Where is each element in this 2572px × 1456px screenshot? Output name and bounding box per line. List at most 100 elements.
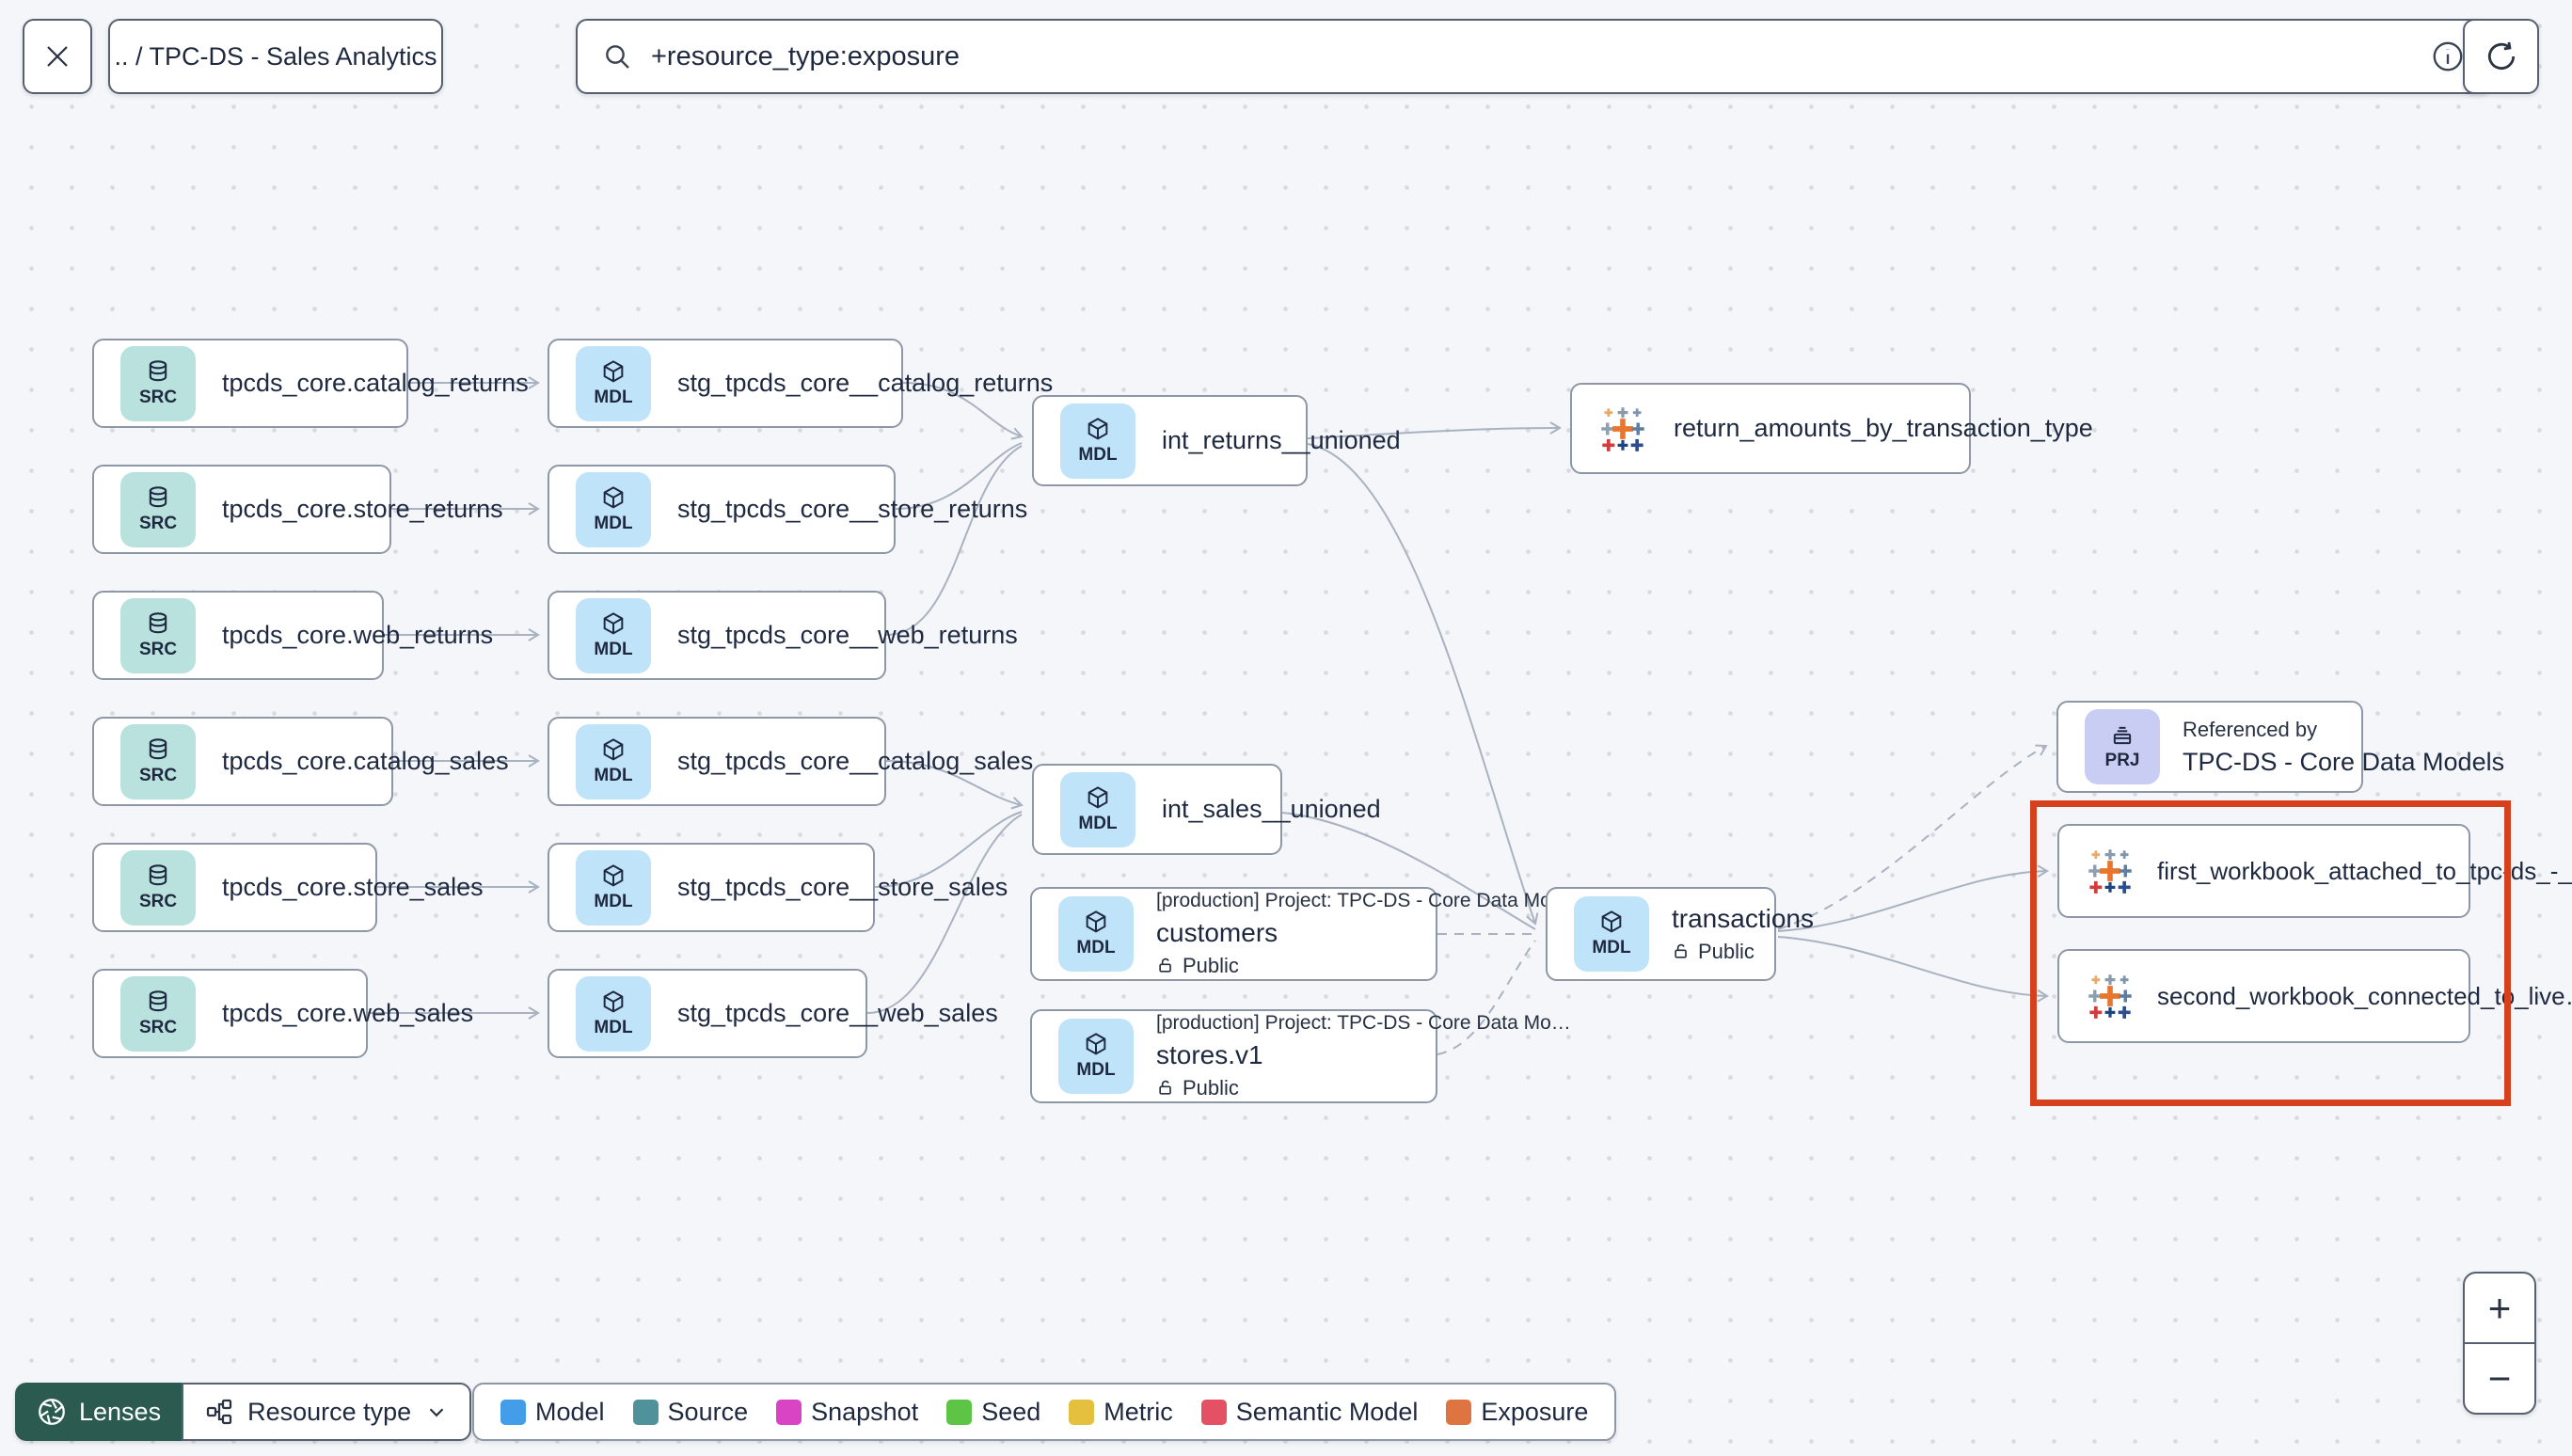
cube-icon [603, 485, 624, 508]
refresh-icon [2487, 41, 2515, 71]
model-badge: MDL [576, 345, 651, 421]
aperture-icon [39, 1399, 65, 1425]
archive-icon [2113, 726, 2132, 745]
badge-label: MDL [1076, 1060, 1116, 1080]
node-label: second_workbook_connected_to_live… [2157, 981, 2572, 1010]
legend-swatch-semantic-model [1200, 1399, 1227, 1425]
zoom-controls: + − [2463, 1272, 2536, 1415]
badge-label: MDL [594, 765, 633, 785]
node-label: tpcds_core.web_sales [222, 999, 474, 1027]
node-model-transactions[interactable]: MDL transactions Public [1546, 887, 1814, 981]
cube-icon [603, 989, 624, 1012]
node-model-stg-catalog-returns[interactable]: MDL stg_tpcds_core__catalog_returns [548, 339, 1053, 428]
source-badge: SRC [120, 597, 196, 673]
resource-type-legend: Model Source Snapshot Seed Metric Semant… [472, 1383, 1617, 1441]
cube-icon [1088, 785, 1108, 808]
node-project-referenced-by[interactable]: PRJ Referenced by TPC-DS - Core Data Mod… [2056, 701, 2504, 793]
legend-item-semantic-model: Semantic Model [1200, 1397, 1419, 1427]
node-model-stg-web-returns[interactable]: MDL stg_tpcds_core__web_returns [548, 591, 1018, 680]
close-button[interactable] [23, 19, 92, 94]
lenses-button[interactable]: Lenses [15, 1383, 183, 1441]
source-badge: SRC [120, 975, 196, 1052]
model-badge: MDL [1574, 896, 1649, 972]
node-model-stg-store-returns[interactable]: MDL stg_tpcds_core__store_returns [548, 465, 1027, 554]
badge-label: MDL [594, 1017, 633, 1037]
node-model-stg-store-sales[interactable]: MDL stg_tpcds_core__store_sales [548, 843, 1008, 932]
node-label: customers [1156, 918, 1278, 947]
badge-label: MDL [594, 891, 633, 911]
node-exposure-second-workbook[interactable]: second_workbook_connected_to_live… [2057, 949, 2572, 1043]
badge-label: PRJ [2104, 751, 2140, 770]
database-icon [149, 989, 167, 1011]
badge-label: SRC [138, 765, 178, 785]
cube-icon [603, 737, 624, 760]
access-label: Public [1183, 954, 1239, 977]
model-badge: MDL [576, 975, 651, 1052]
node-source-web-sales[interactable]: SRC tpcds_core.web_sales [92, 969, 473, 1058]
node-model-int-sales-unioned[interactable]: MDL int_sales__unioned [1032, 764, 1381, 855]
search-input[interactable]: +resource_type:exposure [651, 40, 961, 71]
node-label: return_amounts_by_transaction_type [1674, 414, 2093, 442]
node-model-stg-catalog-sales[interactable]: MDL stg_tpcds_core__catalog_sales [548, 717, 1033, 806]
info-icon[interactable] [2430, 39, 2466, 74]
node-label: tpcds_core.catalog_sales [222, 747, 509, 775]
legend-swatch-model [500, 1399, 526, 1425]
search-bar[interactable]: +resource_type:exposure [576, 19, 2492, 94]
database-icon [149, 485, 167, 507]
resource-type-dropdown[interactable]: Resource type [182, 1383, 472, 1441]
legend-label: Source [667, 1397, 749, 1426]
search-icon [606, 45, 629, 69]
node-label: first_workbook_attached_to_tpc-ds_-_… [2157, 856, 2572, 885]
project-line: [production] Project: TPC-DS - Core Data… [1156, 1012, 1571, 1034]
lenses-label: Lenses [79, 1397, 162, 1426]
node-label: tpcds_core.web_returns [222, 621, 494, 649]
referenced-by-label: Referenced by [2183, 717, 2318, 741]
chevron-down-icon [429, 1408, 444, 1417]
cube-icon [1088, 417, 1108, 439]
edge-stg2-intreturns [895, 442, 1023, 510]
legend-swatch-snapshot [776, 1399, 802, 1425]
legend-label: Semantic Model [1235, 1397, 1419, 1426]
node-label: tpcds_core.store_sales [222, 873, 484, 901]
node-exposure-first-workbook[interactable]: first_workbook_attached_to_tpc-ds_-_… [2057, 824, 2572, 918]
node-label: stg_tpcds_core__catalog_sales [677, 747, 1034, 775]
node-exposure-return-amounts[interactable]: return_amounts_by_transaction_type [1570, 383, 2093, 474]
node-label: tpcds_core.catalog_returns [222, 369, 529, 397]
cube-icon [1601, 910, 1622, 933]
node-model-stg-web-sales[interactable]: MDL stg_tpcds_core__web_sales [548, 969, 998, 1058]
node-source-catalog-returns[interactable]: SRC tpcds_core.catalog_returns [92, 339, 529, 428]
legend-label: Metric [1103, 1397, 1173, 1426]
badge-label: SRC [138, 639, 178, 659]
unlock-icon [1675, 943, 1687, 958]
legend-item-model: Model [500, 1398, 605, 1427]
edge-stg6-intsales [866, 814, 1023, 1014]
breadcrumb[interactable]: .. / TPC-DS - Sales Analytics [108, 19, 443, 94]
hierarchy-icon [206, 1399, 232, 1425]
node-source-catalog-sales[interactable]: SRC tpcds_core.catalog_sales [92, 717, 509, 806]
legend-swatch-source [632, 1399, 659, 1425]
node-model-customers[interactable]: MDL [production] Project: TPC-DS - Core … [1030, 887, 1571, 981]
model-badge: MDL [1058, 896, 1134, 972]
node-model-stores-v1[interactable]: MDL [production] Project: TPC-DS - Core … [1030, 1009, 1571, 1103]
cube-icon [603, 359, 624, 382]
node-model-int-returns-unioned[interactable]: MDL int_returns__unioned [1032, 395, 1401, 486]
zoom-in-button[interactable]: + [2465, 1274, 2534, 1344]
badge-label: SRC [138, 387, 178, 407]
edge-transactions-project [1777, 744, 2048, 930]
node-source-store-returns[interactable]: SRC tpcds_core.store_returns [92, 465, 503, 554]
zoom-out-button[interactable]: − [2487, 1355, 2512, 1401]
node-label: stg_tpcds_core__store_sales [677, 873, 1008, 901]
edge-intreturns-transactions [1307, 443, 1539, 926]
node-source-store-sales[interactable]: SRC tpcds_core.store_sales [92, 843, 484, 932]
refresh-button[interactable] [2463, 19, 2539, 94]
database-icon [149, 611, 167, 633]
source-badge: SRC [120, 471, 196, 547]
access-label: Public [1183, 1076, 1239, 1100]
badge-label: MDL [1076, 938, 1116, 957]
cube-icon [603, 863, 624, 886]
badge-label: MDL [1078, 444, 1118, 465]
node-source-web-returns[interactable]: SRC tpcds_core.web_returns [92, 591, 493, 680]
legend-item-source: Source [632, 1397, 749, 1427]
